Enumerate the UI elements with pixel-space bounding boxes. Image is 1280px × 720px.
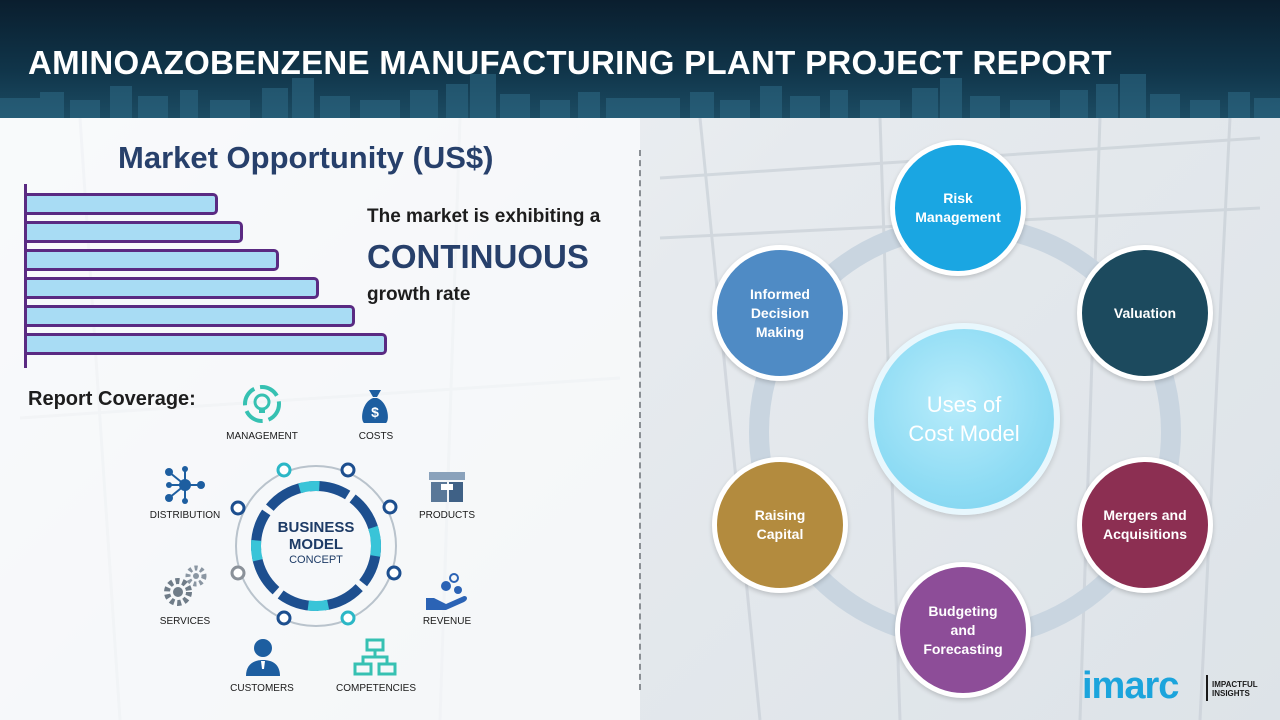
business-model-line2: MODEL [288, 536, 344, 553]
market-statement-end: growth rate [367, 284, 471, 305]
business-model-label: BUSINESS MODEL CONCEPT [246, 519, 386, 567]
market-statement: The market is exhibiting a [367, 206, 601, 227]
city-skyline-image [0, 74, 1280, 118]
business-model-line3: CONCEPT [289, 554, 343, 566]
coverage-label-distribution: DISTRIBUTION [149, 510, 221, 521]
node-line: Budgeting [928, 602, 998, 619]
gears-icon [164, 565, 207, 606]
coverage-label-services: SERVICES [159, 616, 211, 627]
node-valuation-label: Valuation [1113, 304, 1177, 321]
header-banner: AMINOAZOBENZENE MANUFACTURING PLANT PROJ… [0, 0, 1280, 118]
node-valuation: Valuation [1077, 245, 1213, 381]
logo-tagline: IMPACTFUL INSIGHTS [1212, 680, 1258, 698]
node-line: Capital [756, 526, 804, 542]
node-line: Informed [750, 285, 810, 302]
node-line: Decision [750, 304, 810, 321]
svg-text:$: $ [371, 404, 379, 420]
bar-axis [24, 184, 27, 368]
logo-tagline-line1: IMPACTFUL [1212, 680, 1258, 689]
market-bar [27, 333, 387, 355]
coverage-label-costs: COSTS [358, 431, 394, 442]
person-icon [246, 639, 280, 676]
market-bar [27, 249, 279, 271]
lightbulb-cycle-icon [243, 385, 281, 423]
uses-center-line1: Uses of [926, 392, 1002, 417]
market-bar [27, 305, 355, 327]
coverage-label-competencies: COMPETENCIES [335, 683, 417, 694]
page-title: AMINOAZOBENZENE MANUFACTURING PLANT PROJ… [28, 44, 1112, 81]
hand-coins-icon [426, 573, 467, 610]
logo-tagline-line2: INSIGHTS [1212, 689, 1250, 698]
left-panel [0, 118, 640, 720]
node-line: Raising [754, 507, 806, 523]
coverage-label-products: PRODUCTS [418, 510, 476, 521]
business-model-line1: BUSINESS [277, 519, 355, 536]
node-line: Making [755, 323, 805, 340]
uses-center-circle: Uses of Cost Model [868, 323, 1060, 515]
node-line: Acquisitions [1102, 526, 1187, 542]
uses-center-line2: Cost Model [908, 421, 1020, 446]
section-divider [639, 150, 641, 690]
market-opportunity-title: Market Opportunity (US$) [118, 140, 494, 175]
node-line: Forecasting [923, 640, 1003, 657]
market-bar [27, 193, 218, 215]
coverage-label-management: MANAGEMENT [226, 431, 298, 442]
network-icon [165, 466, 205, 504]
imarc-logo: imarc [1082, 665, 1179, 707]
node-line: Mergers and [1103, 507, 1187, 523]
market-trend: CONTINUOUS [367, 238, 589, 275]
coverage-label-revenue: REVENUE [422, 616, 472, 627]
market-bar [27, 221, 243, 243]
market-bar [27, 277, 319, 299]
node-line: and [950, 621, 976, 638]
business-model-ring [230, 462, 402, 627]
report-coverage-title: Report Coverage: [28, 388, 196, 410]
org-chart-icon [353, 638, 397, 676]
uses-center-label: Uses of Cost Model [889, 390, 1039, 448]
boxes-icon [429, 472, 465, 502]
node-line: Risk [943, 190, 973, 206]
money-bag-icon: $ [362, 390, 388, 423]
logo-separator [1206, 675, 1208, 701]
node-line: Management [915, 209, 1001, 225]
coverage-label-customers: CUSTOMERS [230, 683, 294, 694]
